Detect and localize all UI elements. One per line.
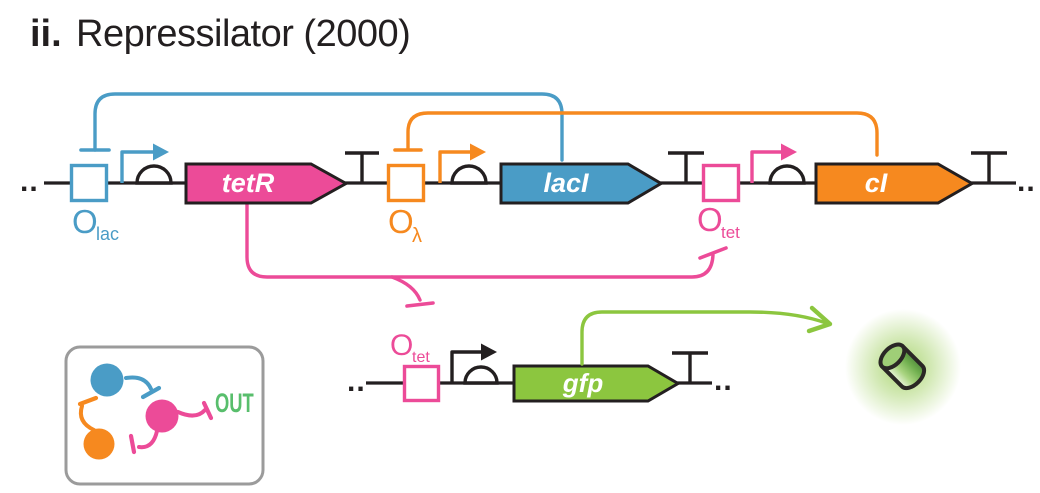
tetr-represses-reporter-otet-tbar [405,301,435,308]
gfp-expression-arrowhead-icon [806,305,833,334]
laci-gene-label: lacI [543,168,589,198]
legend-pink-repression-tbar [128,433,137,455]
ci-represses-olambda-arc [406,111,879,157]
laci-represses-olac-arc [93,92,564,162]
cassette-laci: O λ lacI [386,143,704,247]
tetr-represses-otet-arc [245,201,715,279]
gfp-output [580,305,961,425]
gfp-promoter-arrowhead-icon [481,343,497,361]
legend-tetr-node-icon [145,399,179,433]
main-right-ellipsis: .. [1017,165,1036,198]
olac-label-sub: lac [96,224,119,244]
laci-promoter-icon [438,150,470,183]
laci-gene-arrow [499,162,664,205]
ci-gene-label: cI [865,168,888,198]
olambda-operator-icon [386,163,426,203]
reporter-otet-operator-icon [402,364,441,403]
reporter-otet-label: O [390,329,413,362]
legend-out-label: OUT [215,387,254,417]
gfp-promoter-icon [450,350,481,383]
olac-operator-icon [69,163,109,203]
otet-operator-icon [701,163,741,203]
gfp-cylinder-top-face [878,342,907,371]
legend-orange-repression-arc [78,404,96,432]
ci-gene-arrow [814,162,976,205]
legend-out-arc [176,408,207,418]
laci-promoter-arrowhead-icon [470,143,486,161]
olac-label: O [72,203,98,240]
legend-out-tbar [201,400,214,421]
repression-arcs [79,92,879,308]
main-construct: .. .. O lac tetR O λ lacI [20,143,1036,247]
gfp-expression-arrow [580,310,828,366]
tetr-promoter-arrowhead-icon [153,143,169,161]
legend-blue-repression-arc [124,375,153,391]
title-index: ii. [30,13,62,55]
gfp-rbs-icon [463,365,499,385]
otet-label: O [697,201,723,238]
olambda-label-sub: λ [412,225,422,247]
legend-blue-repression-tbar [140,385,162,400]
tetr-represses-reporter-otet-arc [390,275,422,302]
legend-pink-repression-arc [137,429,159,450]
ci-promoter-arrowhead-icon [781,143,797,161]
tetr-gene-label: tetR [222,168,275,198]
laci-rbs-icon [450,164,488,185]
cassette-ci: O tet cI [697,143,1007,242]
otet-label-sub: tet [721,223,740,242]
gfp-protein-cylinder-icon [878,342,927,391]
ci-rbs-icon [768,164,806,185]
reporter-left-ellipsis: .. [347,365,366,398]
page-title: Repressilator (2000) [76,13,410,55]
terminator-1-icon [345,151,379,183]
terminator-3-icon [971,151,1007,183]
gfp-gene-arrow [512,364,681,403]
reporter-right-ellipsis: .. [714,364,733,397]
cassette-tetr: O lac tetR [69,143,379,244]
main-left-ellipsis: .. [20,165,39,198]
ci-promoter-icon [750,150,781,183]
tetr-gene-arrow [184,162,350,205]
repression-cycle-legend: OUT [64,345,265,486]
terminator-2-icon [668,151,704,183]
gfp-gene-label: gfp [562,368,604,398]
olambda-label: O [388,203,414,240]
legend-orange-repression-tbar [77,395,99,407]
legend-ci-node-icon [83,428,115,460]
tetr-rbs-icon [135,164,173,185]
reporter-construct: .. .. O tet gfp [347,329,733,403]
tetr-promoter-icon [120,150,153,183]
tetr-represses-otet-tbar [698,246,728,260]
reporter-otet-label-sub: tet [412,349,430,366]
terminator-4-icon [672,351,708,383]
legend-laci-node-icon [90,363,124,397]
